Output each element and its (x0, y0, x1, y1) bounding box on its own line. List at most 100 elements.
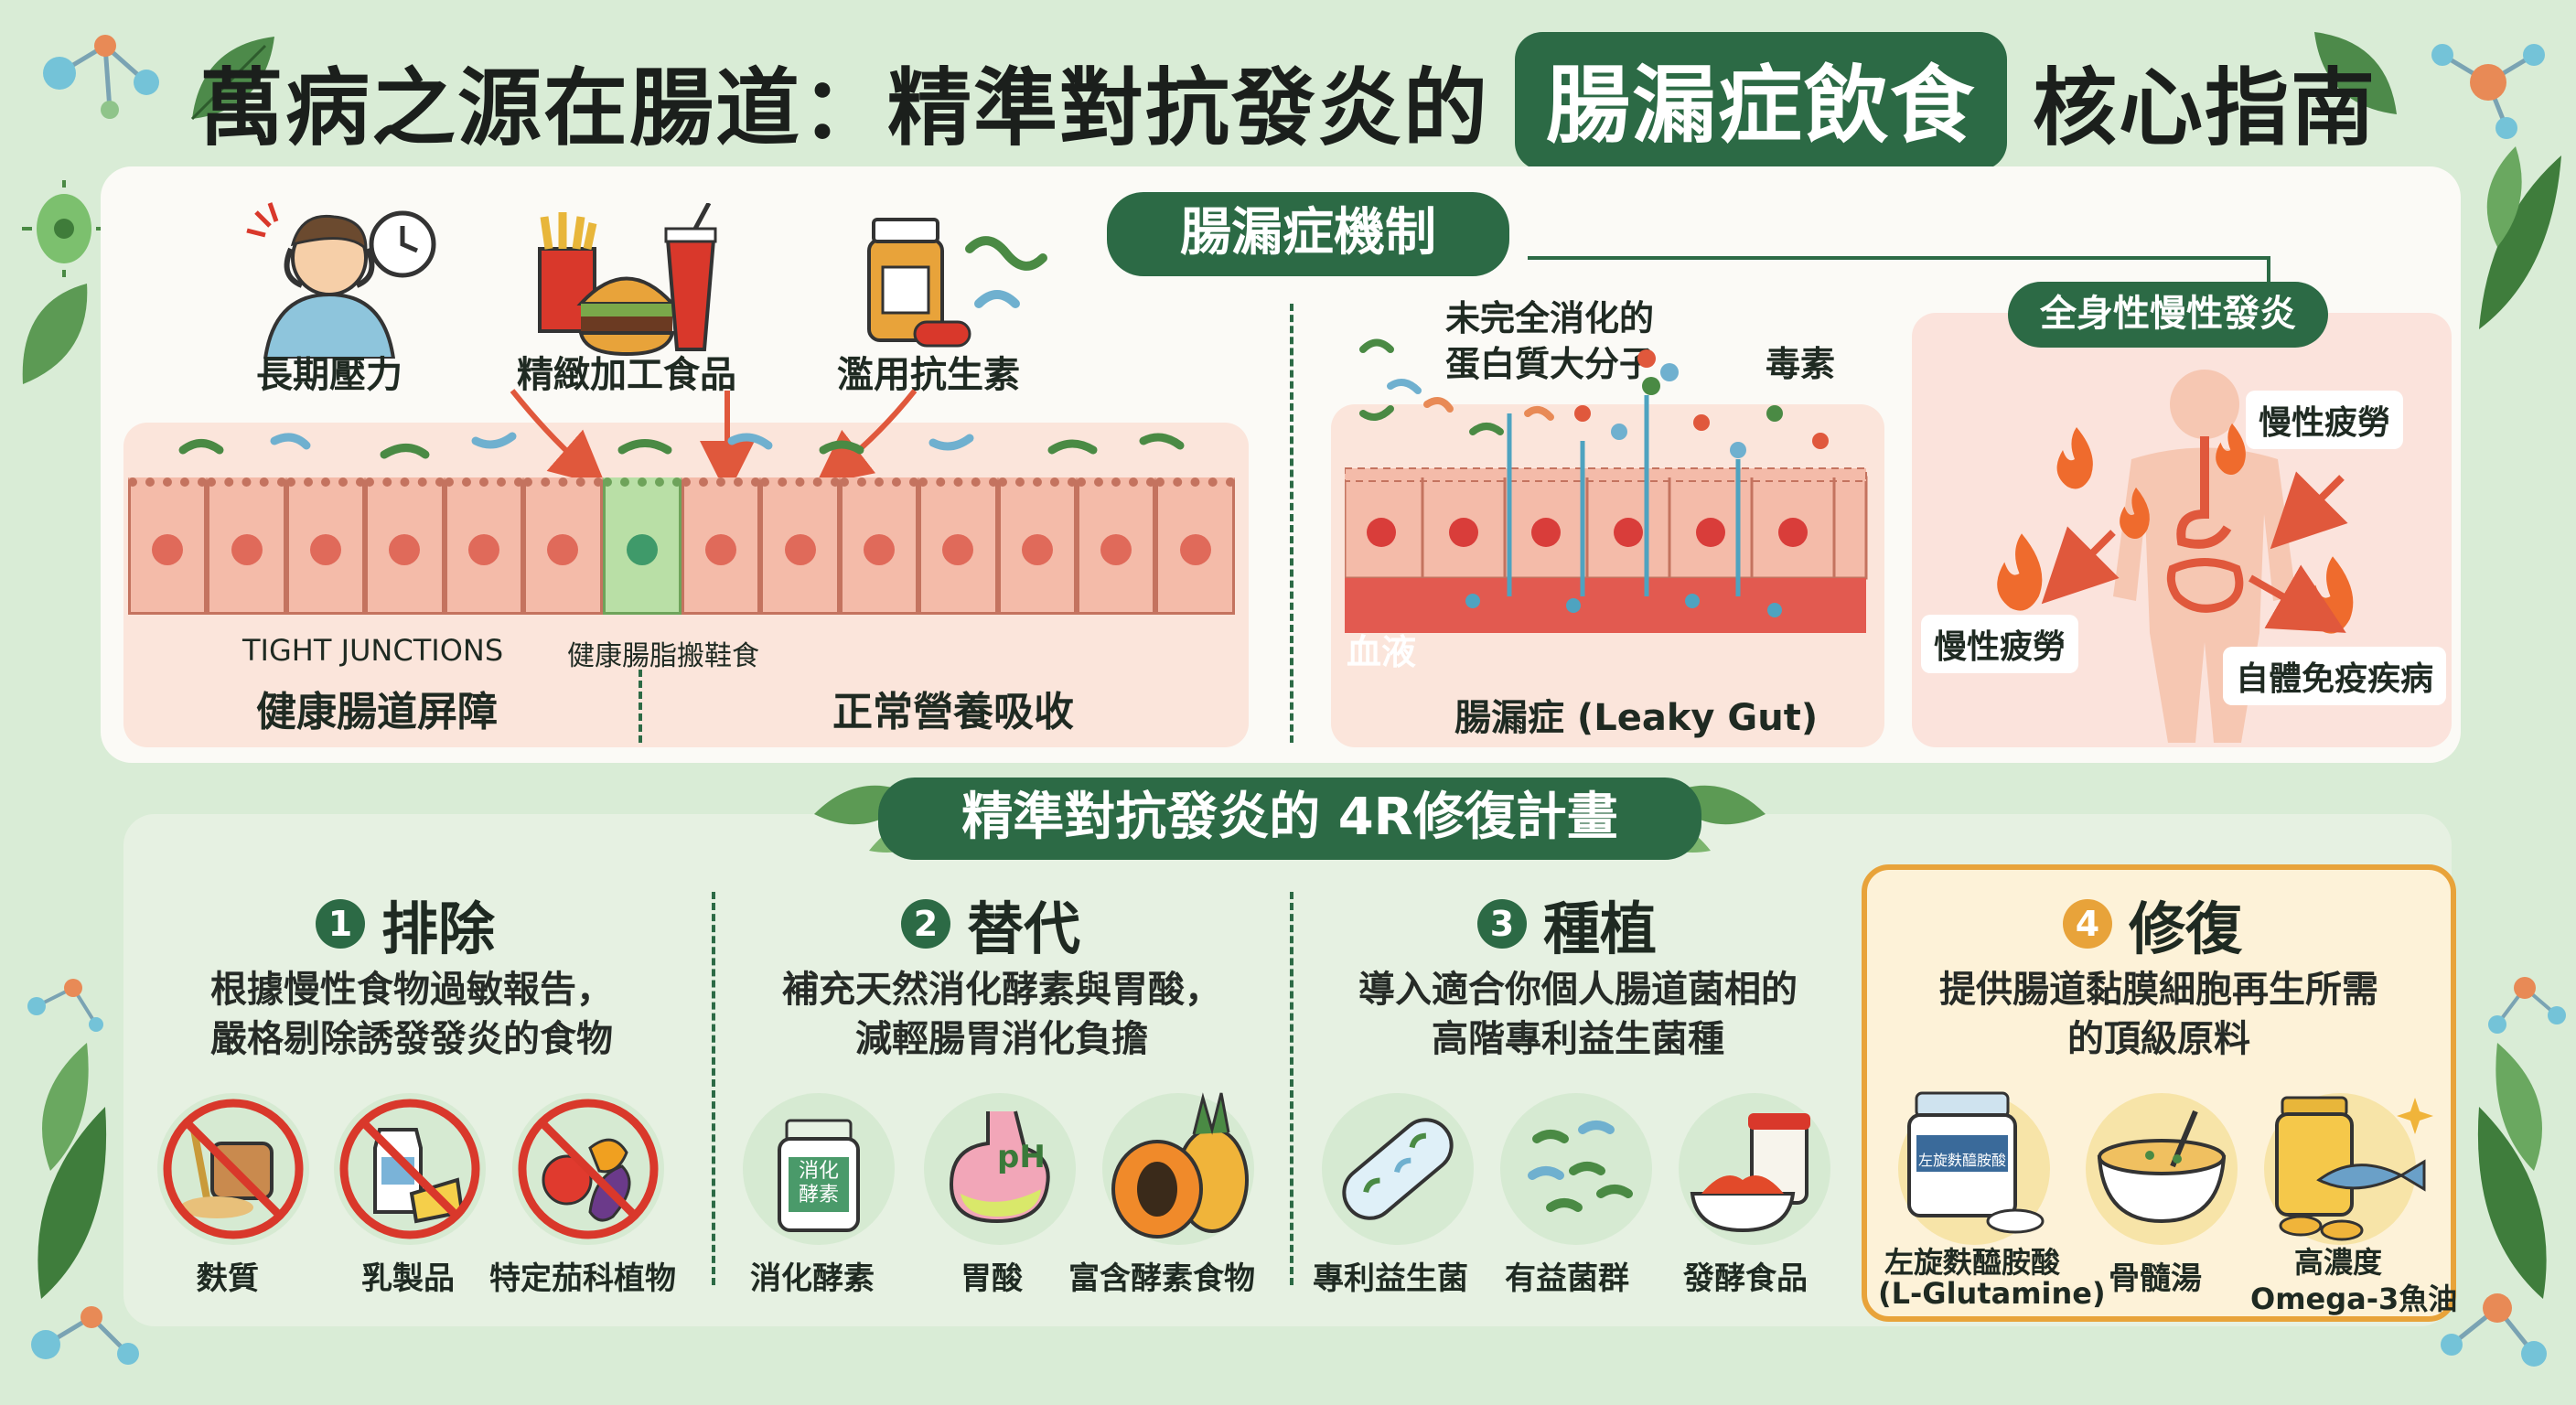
leaf-decoration (2479, 146, 2561, 329)
probiotic-capsule-icon (1342, 1118, 1454, 1220)
inflammation-flame-icon (2056, 427, 2093, 489)
symptom-autoimmune: 自體免疫疾病 (2223, 647, 2447, 705)
item-label-second-line: (L-Glutamine) (1878, 1276, 2106, 1311)
item-label: 專利益生菌 (1313, 1260, 1468, 1297)
antibiotics-icon (867, 218, 1047, 348)
leaky-gut-illustration (1345, 338, 1868, 633)
page-title: 萬病之源在腸道：精準對抗發炎的 腸漏症飲食 核心指南 (0, 27, 2576, 174)
symptom-fatigue-left: 慢性疲勞 (1921, 615, 2079, 673)
inflammation-flame-icon (2216, 423, 2246, 476)
cause-label-antibiotics: 濫用抗生素 (837, 354, 1020, 396)
intestinal-cell (918, 477, 998, 615)
leaf-decoration (190, 37, 274, 121)
leaf-decoration (2314, 32, 2397, 114)
molecule-decoration-mid-right (2488, 977, 2566, 1034)
title-text-end: 核心指南 (2033, 59, 2377, 157)
item-label-second-line: Omega-3魚油 (2250, 1282, 2458, 1316)
cell-row (128, 477, 1235, 615)
inflammation-flame-icon (2120, 487, 2150, 540)
beneficial-bacteria-icon (1528, 1121, 1633, 1212)
step-number: 4 (2063, 899, 2112, 949)
molecule-decoration-top-right (2431, 44, 2545, 139)
enzyme-bottle-icon (778, 1119, 860, 1232)
stress-person-icon (246, 202, 436, 359)
bone-broth-icon (2097, 1110, 2227, 1224)
undigested-protein-label-1: 未完全消化的 (1445, 298, 1655, 338)
healthy-divider (639, 670, 642, 743)
step-divider (712, 892, 715, 1285)
blood-label: 血液 (1347, 632, 1417, 672)
item-label: 胃酸 (961, 1260, 1023, 1297)
step-4-description: 提供腸道黏膜細胞再生所需 的頂級原料 (1939, 969, 2378, 1060)
step-divider (1290, 892, 1293, 1285)
step-number: 2 (901, 899, 950, 949)
fermented-food-icon (1690, 1113, 1810, 1233)
step-name: 種植 (1543, 896, 1658, 962)
systemic-label: 全身性慢性發炎 (2008, 282, 2328, 348)
item-label: 麩質 (197, 1260, 259, 1297)
healthy-barrier-label: 健康腸道屏障 (256, 689, 498, 735)
item-label: 高濃度 (2294, 1245, 2383, 1280)
nightshade-no-icon (518, 1099, 659, 1239)
intestinal-cell (285, 477, 366, 615)
intestinal-cell (365, 477, 445, 615)
symptom-fatigue-top: 慢性疲勞 (2246, 391, 2404, 449)
mechanism-panel: 腸漏症機制 長期壓力 精緻加工食品 濫用抗生素 (101, 166, 2461, 763)
intestinal-cell (839, 477, 919, 615)
cause-arrows (510, 389, 918, 482)
leaky-gut-label: 腸漏症 (Leaky Gut) (1454, 697, 1819, 739)
intestinal-cell (681, 477, 761, 615)
intestinal-cell (1155, 477, 1235, 615)
intestinal-cell (207, 477, 286, 615)
mechanism-divider (1290, 304, 1293, 743)
intestinal-cell (444, 477, 524, 615)
enzyme-jar-label: 消化 酵素 (798, 1160, 839, 1207)
undigested-protein-label-2: 蛋白質大分子 (1445, 344, 1655, 384)
step-2-description: 補充天然消化酵素與胃酸， 減輕腸胃消化負擔 (782, 969, 1221, 1060)
step-number: 3 (1477, 899, 1527, 949)
healthy-intestinal-cells (178, 432, 1185, 459)
mechanism-label: 腸漏症機制 (1107, 192, 1509, 276)
bacteria-decoration (22, 180, 106, 277)
step-number: 1 (316, 899, 365, 949)
glutamine-jar-icon (1907, 1091, 2045, 1234)
dairy-no-icon (339, 1099, 480, 1239)
tight-junctions-label: TIGHT JUNCTIONS (242, 633, 504, 668)
step-1-heading: 1 排除 (316, 883, 495, 965)
leaf-decoration (2477, 1043, 2547, 1299)
step-name: 替代 (967, 896, 1081, 962)
toxins-label: 毒素 (1766, 344, 1836, 384)
inflammation-flame-icon (1997, 533, 2043, 611)
cause-label-stress: 長期壓力 (256, 354, 402, 396)
item-label: 左旋麩醯胺酸 (1884, 1245, 2061, 1280)
papaya-pineapple-icon (1111, 1092, 1249, 1239)
ph-label: pH (997, 1139, 1046, 1175)
item-label: 富含酵素食物 (1068, 1260, 1255, 1297)
plan-title: 精準對抗發炎的 4R修復計畫 (878, 778, 1701, 860)
title-highlight: 腸漏症飲食 (1514, 31, 2007, 170)
intestinal-cell (997, 477, 1078, 615)
normal-absorption-label: 正常營養吸收 (832, 689, 1074, 735)
step-4-heading: 4 修復 (2063, 883, 2242, 965)
leaf-decoration (38, 1043, 107, 1299)
item-label: 骨髓湯 (2109, 1260, 2202, 1297)
step-3-heading: 3 種植 (1477, 883, 1657, 965)
stomach-icon (949, 1110, 1050, 1224)
title-text: 萬病之源在腸道：精準對抗發炎的 (199, 59, 1489, 157)
step-1-description: 根據慢性食物過敏報告， 嚴格剔除誘發發炎的食物 (210, 969, 613, 1060)
molecule-decoration-top-left (43, 35, 159, 119)
healthy-cell-highlight (602, 477, 682, 615)
item-label: 特定茄科植物 (489, 1260, 676, 1297)
item-label: 乳製品 (361, 1260, 455, 1297)
step-name: 排除 (381, 896, 496, 962)
intestinal-cell (1077, 477, 1156, 615)
leaf-decoration (22, 284, 88, 384)
gluten-no-icon (163, 1099, 304, 1239)
step-3-description: 導入適合你個人腸道菌相的 高階專利益生菌種 (1358, 969, 1798, 1060)
item-label: 有益菌群 (1505, 1260, 1629, 1297)
step-2-heading: 2 替代 (901, 883, 1080, 965)
item-label: 消化酵素 (750, 1260, 875, 1297)
junk-food-icon (538, 203, 717, 357)
symptom-arrows (2041, 471, 2348, 633)
healthy-cell-label: 健康腸脂搬鞋食 (567, 640, 759, 672)
